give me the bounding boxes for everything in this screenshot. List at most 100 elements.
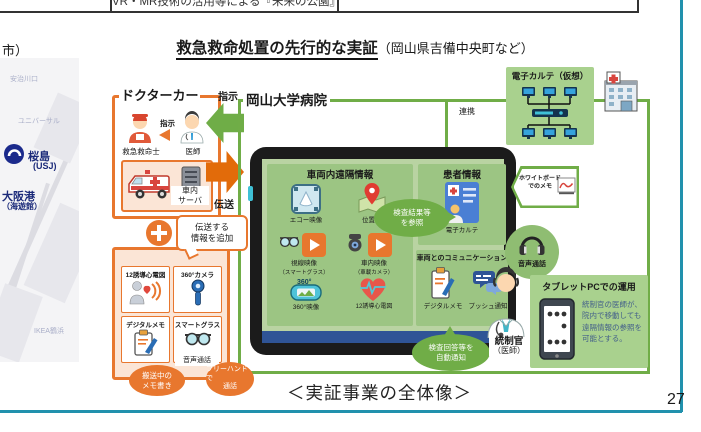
ehr-virtual-box: 電子カルテ（仮想）	[506, 67, 594, 145]
comm-title: 車両とのコミュニケーション	[416, 255, 508, 262]
add-info-line2: 情報を追加	[190, 233, 234, 243]
controller-doctor-icon	[487, 267, 525, 338]
table-border	[0, 11, 639, 13]
controller-label-line2: （医師）	[493, 346, 525, 356]
vehicle-remote-panel: 車両内遠隔情報 エコー映像 位置情報 視線映像 （スマートグラス）	[267, 164, 413, 326]
whiteboard-label-line1: ホワイトボード	[519, 176, 562, 182]
comm-memo-label: デジタルメモ	[423, 303, 463, 310]
network-icon	[522, 87, 577, 139]
device-360camera: 360°カメラ	[173, 266, 222, 313]
whiteboard-icon	[557, 177, 576, 195]
auto-notify-bubble: 検査回答等を 自動通知	[412, 334, 490, 371]
memo-bubble-line2: メモ書き	[142, 380, 172, 390]
push-notify-label: プッシュ通知	[468, 303, 508, 310]
diagram-caption: ＜実証事業の全体像＞	[287, 383, 472, 403]
ehr-virtual-title: 電子カルテ（仮想）	[511, 71, 589, 81]
add-info-line1: 伝送する	[194, 221, 229, 232]
device-ecg12: 12誘導心電図	[121, 266, 170, 313]
device-ecg12-label: 12誘導心電図	[125, 272, 166, 279]
device-digital-memo: デジタルメモ	[121, 316, 170, 363]
map-label-ikea: IKEA鶴浜	[34, 328, 64, 335]
controller-label: 統制官 （医師）	[489, 336, 529, 357]
echo-video-label: エコー映像	[289, 217, 323, 224]
memo-bubble-line1: 搬送中の	[142, 371, 172, 381]
doctor-label: 医師	[185, 147, 201, 156]
device-digital-memo-label: デジタルメモ	[126, 322, 165, 329]
svg-text:360°: 360°	[297, 278, 312, 286]
map-label-osakako: 大阪港	[2, 191, 35, 203]
auto-notify-tail	[444, 326, 456, 336]
comm-memo-icon	[431, 267, 455, 299]
refer-results-bubble: 検査結果等 を参照	[374, 199, 450, 237]
table-border	[110, 0, 112, 11]
comm-panel: 車両とのコミュニケーション デジタルメモ プッシュ通知	[416, 250, 508, 326]
header-left-partial: 市）	[2, 43, 29, 58]
gaze-video-label: 視線映像	[291, 260, 317, 267]
ambulance-icon	[128, 170, 170, 199]
slide-border-right	[680, 0, 683, 412]
metro-logo-icon	[4, 144, 24, 164]
table-border	[637, 0, 639, 11]
server-icon	[181, 166, 201, 190]
plus-icon	[146, 220, 172, 246]
map-label-station: 安治川口	[10, 76, 38, 83]
video-360-label: 360°映像	[292, 304, 320, 311]
inner-instruction-arrow-icon	[159, 129, 170, 141]
device-smart-glass-label: スマートグラス	[174, 322, 221, 329]
add-info-bubble: 伝送する 情報を追加	[176, 215, 248, 251]
map-block	[0, 283, 43, 362]
voice-call-label: 音声通話	[518, 261, 546, 268]
patient-record-label: 電子カルテ	[445, 227, 479, 234]
map-label-sakurajima: 桜島	[28, 151, 50, 163]
video-360-icon: 360°	[290, 278, 322, 301]
headphones-icon	[519, 236, 545, 255]
paramedic-label: 救急救命士	[122, 147, 160, 156]
devices-box: 12誘導心電図 360°カメラ デジタルメモ	[112, 247, 230, 380]
auto-notify-line1: 検査回答等を	[428, 342, 474, 352]
camera-360-icon	[191, 279, 204, 306]
map-block	[23, 202, 79, 304]
device-360camera-label: 360°カメラ	[181, 272, 214, 279]
refer-results-line1: 検査結果等	[393, 208, 431, 218]
voice-call-circle: 音声通話	[505, 225, 559, 279]
table-cell-clipped: VR・MR技術の活用等による『未来の公園』	[112, 0, 337, 11]
vehicle-inner-box: 車内 サーバ	[121, 160, 213, 212]
instruction-flow-label: 指示	[218, 92, 238, 103]
whiteboard-label-line2: でのメモ	[527, 184, 552, 191]
patient-info-title: 患者情報	[442, 170, 481, 181]
linkage-label: 連携	[459, 107, 475, 116]
freehand-bubble-line2: 通話	[223, 383, 237, 391]
inner-instruction-label: 指示	[160, 119, 175, 128]
refer-results-line2: を参照	[400, 218, 424, 227]
page-title-sub: （岡山県吉備中央町など）	[377, 41, 534, 56]
page-number: 27	[667, 391, 685, 408]
page-title-main: 救急救命処置の先行的な実証	[176, 40, 378, 60]
doctor-car-title: ドクターカー	[119, 85, 201, 104]
vehicle-remote-title: 車両内遠隔情報	[306, 170, 374, 181]
tablet-pc-desc: 統制官の医師が、 院内で移動しても 遠隔情報の参照を 可能とする。	[582, 300, 642, 343]
transmission-flow-label: 伝送	[214, 200, 234, 211]
gaze-video-sub: （スマートグラス）	[279, 270, 329, 276]
refer-results-tail	[446, 211, 456, 223]
map-label-kaiyukan: （海遊館）	[2, 202, 42, 211]
hospital-building-icon	[604, 71, 638, 112]
server-label-line1: 車内	[182, 186, 198, 195]
car-video-label: 車内映像	[361, 260, 387, 267]
controller-label-line1: 統制官	[494, 336, 524, 347]
car-video-icon	[348, 233, 392, 257]
linkage-line	[445, 101, 448, 155]
memo-during-transport-bubble: 搬送中の メモ書き	[129, 365, 185, 396]
ecg12-icon	[129, 281, 161, 305]
hospital-title: 岡山大学病院	[243, 89, 330, 109]
smart-glass-icon	[184, 332, 211, 346]
doctor-car-box: ドクターカー 救急救命士 指示 医師	[112, 85, 221, 219]
server-label: 車内 サーバ	[171, 186, 209, 206]
freehand-call-bubble: フリーハンドで 通話	[206, 362, 254, 396]
map-label-universal: ユニバーサル	[18, 118, 60, 125]
paramedic-icon	[129, 114, 151, 143]
heart-ecg-icon	[360, 278, 386, 301]
table-cell-text: VR・MR技術の活用等による『未来の公園』	[112, 0, 337, 8]
ecg12-video-label: 12誘導心電図	[355, 304, 393, 310]
gaze-video-icon	[279, 233, 326, 257]
